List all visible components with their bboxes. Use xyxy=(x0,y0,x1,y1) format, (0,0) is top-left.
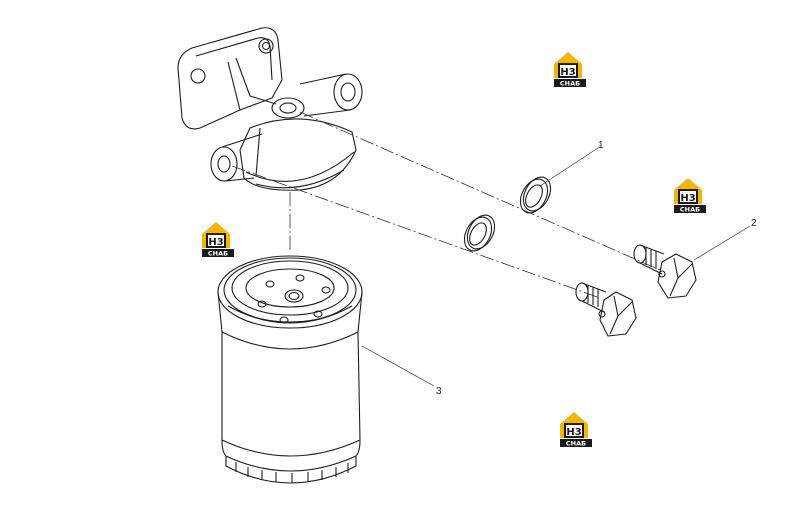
watermark-logo-text: H3 xyxy=(566,427,581,438)
watermark-logo-text: H3 xyxy=(208,237,223,248)
watermark-logo: H3 СНАБ xyxy=(674,178,706,214)
banjo-bolt-lower xyxy=(575,282,637,337)
callout-3: 3 xyxy=(436,386,442,397)
watermark-logo: H3 СНАБ xyxy=(560,412,592,448)
filter-cartridge xyxy=(217,255,363,484)
callout-leaders xyxy=(361,147,751,387)
watermark-logo-text: H3 xyxy=(680,193,695,204)
banjo-bolt-upper xyxy=(633,244,697,299)
sealing-washer-lower xyxy=(463,214,496,252)
sealing-washer-upper xyxy=(519,176,552,214)
watermark-caption: СНАБ xyxy=(566,440,586,448)
watermark-logo: H3 СНАБ xyxy=(554,52,586,88)
watermark-caption: СНАБ xyxy=(680,206,700,214)
callout-2: 2 xyxy=(751,218,757,229)
watermark-caption: СНАБ xyxy=(560,80,580,88)
watermark-logo: H3 СНАБ xyxy=(202,222,234,258)
watermark-caption: СНАБ xyxy=(208,250,228,258)
watermark-logo-text: H3 xyxy=(560,67,575,78)
filter-head xyxy=(177,27,363,191)
assembly-axis-lines xyxy=(231,111,661,299)
callout-1: 1 xyxy=(598,140,604,151)
